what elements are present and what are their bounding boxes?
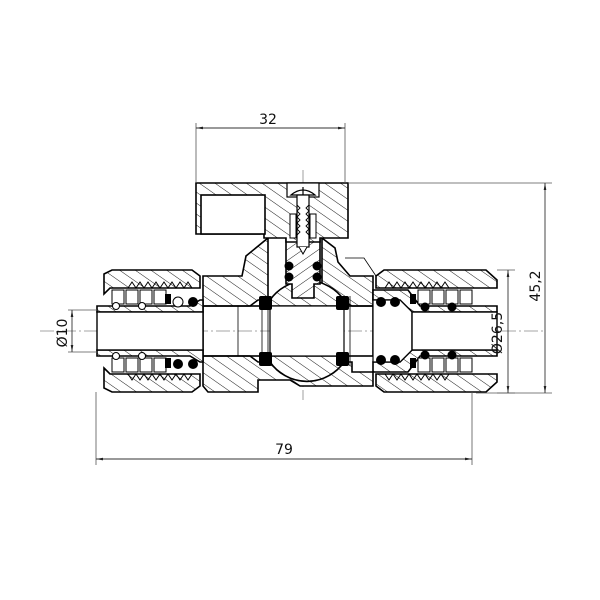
dimension-overall-height: 45,2 <box>348 182 552 394</box>
dim-label-32: 32 <box>259 112 277 128</box>
dim-label-diameter-10: Ø10 <box>55 319 71 348</box>
right-compression-nut <box>345 257 498 393</box>
dim-label-79: 79 <box>275 442 293 458</box>
dimension-pipe-diameter: Ø10 <box>55 309 97 353</box>
screw-icon <box>289 187 317 256</box>
collet-right <box>417 289 473 373</box>
collet-left <box>111 289 167 373</box>
valve-stem <box>284 239 322 299</box>
ball <box>269 279 345 383</box>
dimension-overall-length: 79 <box>95 392 473 465</box>
dimension-handle-width: 32 <box>195 112 346 183</box>
seat-rings <box>259 296 349 366</box>
dim-label-diameter-26-5: Ø26,5 <box>490 312 506 354</box>
handle-lever <box>195 182 349 256</box>
left-compression-nut <box>96 269 204 393</box>
dimension-nut-diameter: Ø26,5 <box>490 269 515 394</box>
dim-label-45-2: 45,2 <box>528 270 544 301</box>
